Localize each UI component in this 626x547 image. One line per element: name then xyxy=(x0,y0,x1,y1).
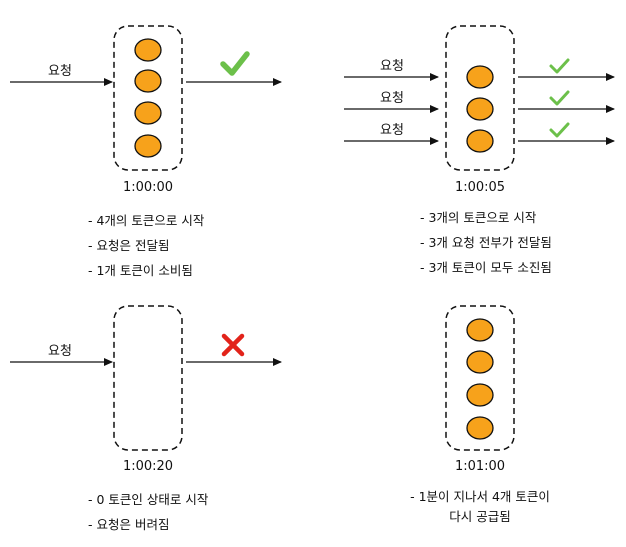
token-bucket xyxy=(113,25,183,171)
panel-4: 1:01:00 xyxy=(445,305,515,474)
empty-token-bucket xyxy=(113,305,183,451)
request-label: 요청 xyxy=(48,344,72,359)
timestamp: 1:00:20 xyxy=(123,459,173,474)
note-line: - 0 토큰인 상태로 시작 xyxy=(88,492,209,507)
note-line: - 1분이 지나서 4개 토큰이 xyxy=(410,489,550,504)
timestamp: 1:01:00 xyxy=(455,459,505,474)
note-line: 다시 공급됨 xyxy=(449,509,511,524)
note-line: - 3개 요청 전부가 전달됨 xyxy=(420,235,552,250)
request-label: 요청 xyxy=(380,123,404,138)
request-label: 요청 xyxy=(380,59,404,74)
note-line: - 3개의 토큰으로 시작 xyxy=(420,210,537,225)
panel-3-notes: - 0 토큰인 상태로 시작 - 요청은 버려짐 xyxy=(88,487,208,537)
token xyxy=(134,134,162,158)
token xyxy=(466,383,494,407)
timestamp: 1:00:05 xyxy=(455,180,505,195)
note-line: - 4개의 토큰으로 시작 xyxy=(88,213,205,228)
token xyxy=(134,38,162,62)
timestamp: 1:00:00 xyxy=(123,180,173,195)
token xyxy=(466,129,494,153)
panel-2: 요청 요청 요청 1:00:05 xyxy=(344,25,615,195)
request-label: 요청 xyxy=(48,64,72,79)
panel-2-notes: - 3개의 토큰으로 시작 - 3개 요청 전부가 전달됨 - 3개 토큰이 모… xyxy=(420,205,552,280)
note-line: - 3개 토큰이 모두 소진됨 xyxy=(420,260,552,275)
token-bucket xyxy=(445,305,515,451)
panel-1-notes: - 4개의 토큰으로 시작 - 요청은 전달됨 - 1개 토큰이 소비됨 xyxy=(88,208,204,283)
token xyxy=(466,350,494,374)
token xyxy=(466,65,494,89)
cross-icon xyxy=(221,333,245,357)
token xyxy=(134,101,162,125)
note-line: - 요청은 버려짐 xyxy=(88,517,170,532)
check-icon xyxy=(549,90,570,106)
panel-1: 요청 1:00:00 xyxy=(10,25,282,195)
request-label: 요청 xyxy=(380,91,404,106)
token xyxy=(134,69,162,93)
token xyxy=(466,97,494,121)
token-bucket xyxy=(445,25,515,171)
check-icon xyxy=(549,58,570,74)
check-icon xyxy=(549,122,570,138)
panel-4-notes: - 1분이 지나서 4개 토큰이 다시 공급됨 xyxy=(390,487,570,527)
token xyxy=(466,416,494,440)
token xyxy=(466,318,494,342)
panel-3: 요청 1:00:20 xyxy=(10,305,282,474)
note-line: - 1개 토큰이 소비됨 xyxy=(88,263,193,278)
check-icon xyxy=(220,51,250,76)
note-line: - 요청은 전달됨 xyxy=(88,238,170,253)
